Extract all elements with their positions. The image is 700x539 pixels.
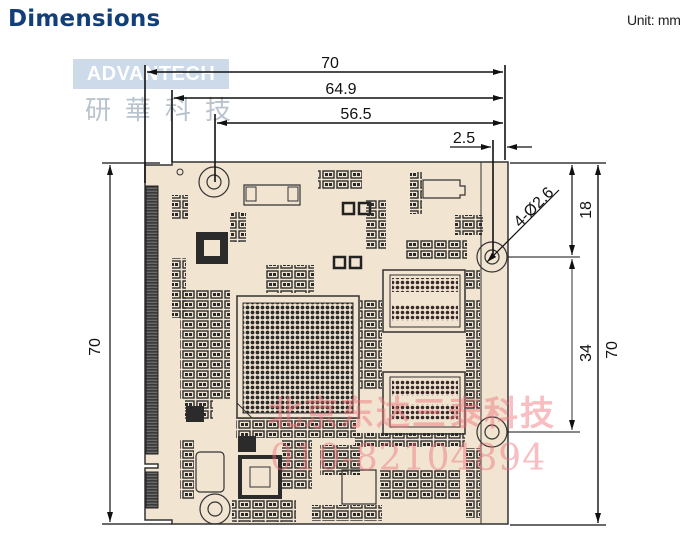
- power-inductors: [332, 201, 372, 270]
- dimension-label-70-left: 70: [87, 338, 104, 356]
- mounting-hole-top-right: [476, 241, 508, 273]
- cpu-bga-chip: [236, 295, 360, 419]
- dimension-label-34: 34: [578, 344, 595, 362]
- memory-chip-top: [382, 269, 466, 333]
- crystal-component: [422, 179, 466, 199]
- qfn-chip-bottom: [238, 455, 282, 499]
- dimension-height-34: 34: [569, 259, 595, 430]
- page-title: Dimensions: [8, 6, 161, 32]
- dimension-height-70-right: 70: [595, 165, 621, 523]
- dimension-width-70: 70: [147, 55, 503, 75]
- dimension-height-70-left: 70: [87, 165, 113, 522]
- passive-components: [172, 170, 483, 522]
- dimension-hole-offset-2-5: 2.5: [450, 130, 532, 150]
- mounting-hole-bottom-right: [476, 416, 508, 448]
- dimension-height-18: 18: [569, 165, 595, 255]
- edge-connector-short: [145, 471, 159, 509]
- dimension-label-18: 18: [578, 201, 595, 219]
- dimension-label-64-9: 64.9: [325, 81, 356, 98]
- dimension-width-64-9: 64.9: [174, 81, 503, 101]
- mounting-hole-bottom-left: [199, 493, 231, 525]
- extension-lines: [102, 65, 606, 526]
- dimension-label-56-5: 56.5: [340, 106, 371, 123]
- fpc-connector: [243, 184, 301, 206]
- unit-label: Unit: mm: [627, 12, 681, 28]
- dimension-label-70-right: 70: [604, 341, 621, 359]
- mounting-hole-top-left: [198, 166, 230, 198]
- red-watermark-phone: 010-82104894: [270, 438, 547, 479]
- pcb-board: [144, 161, 509, 525]
- dimension-label-2-5: 2.5: [453, 130, 475, 147]
- edge-connector-main: [145, 185, 159, 455]
- hole-callout-label: 4-Ø2.6: [511, 184, 558, 231]
- dimension-label-70-top: 70: [321, 55, 339, 72]
- memory-chip-bottom: [382, 371, 466, 435]
- dimension-width-56-5: 56.5: [217, 106, 503, 126]
- advantech-watermark-chinese: 研華科技: [85, 96, 246, 126]
- fiducial-marker: [176, 168, 184, 176]
- qfn-chip-top: [196, 232, 228, 264]
- red-watermark-company: 北京东达三泰科技: [268, 394, 556, 434]
